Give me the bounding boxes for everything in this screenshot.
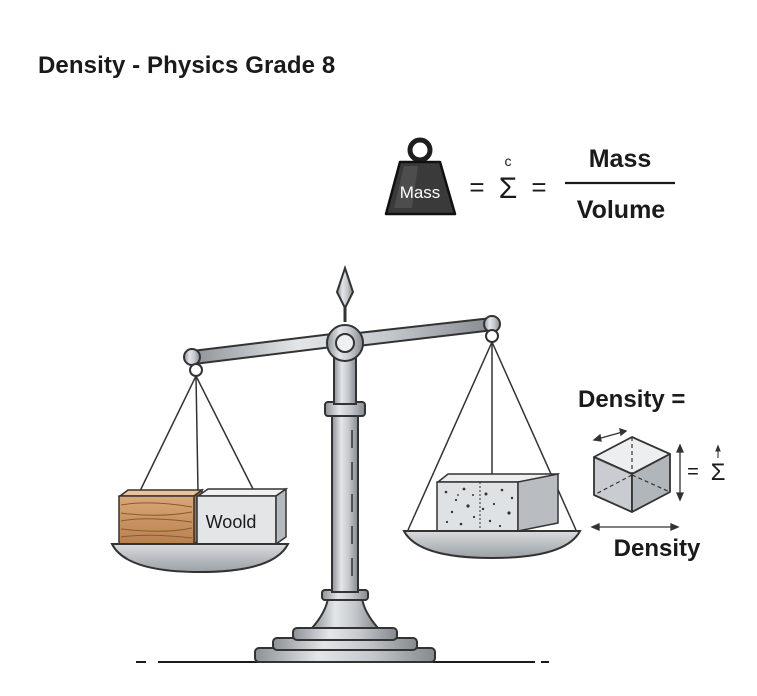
sigma-superscript: c: [505, 153, 512, 169]
density-side-panel: Density = = Σ: [578, 386, 725, 562]
side-heading: Density =: [578, 386, 685, 413]
page-title: Density - Physics Grade 8: [38, 52, 336, 79]
sigma-symbol: Σ: [499, 172, 518, 205]
cube-depth-arrow: [590, 523, 680, 531]
left-pan: Woold: [110, 363, 290, 574]
formula: Mass = Σ c = Mass Volume: [384, 137, 675, 224]
scale-pillar: [324, 357, 366, 593]
block-speckles: [444, 487, 514, 528]
mass-weight-icon: Mass: [384, 137, 457, 216]
left-pan-dish: [110, 543, 290, 574]
formula-equals-1: =: [469, 172, 484, 202]
pivot-knob: [326, 324, 364, 362]
right-pan-dish: [402, 530, 582, 560]
formula-numerator: Mass: [589, 145, 652, 173]
side-caption: Density: [614, 535, 701, 562]
formula-denominator: Volume: [577, 196, 666, 224]
scale-base: [254, 589, 436, 663]
left-pan-strings: [139, 375, 255, 492]
cube-equals: =: [687, 461, 699, 483]
balance-scale: Woold: [110, 264, 582, 663]
cube-width-arrow: [592, 428, 628, 442]
woold-block: Woold: [195, 487, 289, 546]
cube-height-arrow: [676, 443, 684, 502]
woold-label: Woold: [206, 512, 257, 532]
weight-label: Mass: [400, 183, 441, 202]
dense-block: [435, 473, 561, 532]
wood-block: [117, 488, 205, 546]
formula-equals-2: =: [531, 172, 546, 202]
cube-icon: [593, 436, 671, 513]
sigma-up-arrow: [715, 444, 721, 458]
scale-pointer: [335, 264, 355, 322]
right-pan: [402, 329, 582, 560]
cube-sigma: Σ: [711, 459, 726, 486]
